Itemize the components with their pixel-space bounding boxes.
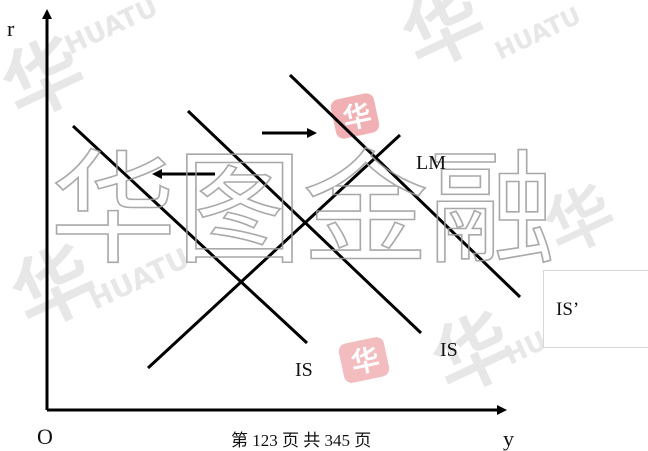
watermark-brand-text: HUATU [491, 1, 586, 65]
origin-label: O [37, 424, 53, 449]
lm-label: LM [416, 152, 446, 174]
watermark-glyph: 华 [390, 0, 499, 87]
is-left-label: IS [295, 359, 313, 381]
page-footer: 第 123 页 共 345 页 [231, 431, 371, 450]
watermark-brand-text: HUATU [60, 0, 162, 61]
lm-curve [146, 133, 402, 370]
is-shifted-label-box: IS’ [543, 270, 648, 348]
logo-glyph: 华 [348, 342, 382, 380]
x-axis-label: y [503, 426, 514, 451]
y-axis-label: r [7, 16, 15, 41]
is-curve-shifted [288, 73, 522, 299]
is-middle-label: IS [440, 339, 458, 361]
brand-logo-mark: 华 [338, 337, 390, 383]
watermark-main-text: 华图金融 [50, 139, 555, 282]
brand-logo-mark: 华 [330, 93, 380, 139]
is-curve-left [71, 124, 309, 345]
is-shifted-label: IS’ [556, 299, 580, 320]
